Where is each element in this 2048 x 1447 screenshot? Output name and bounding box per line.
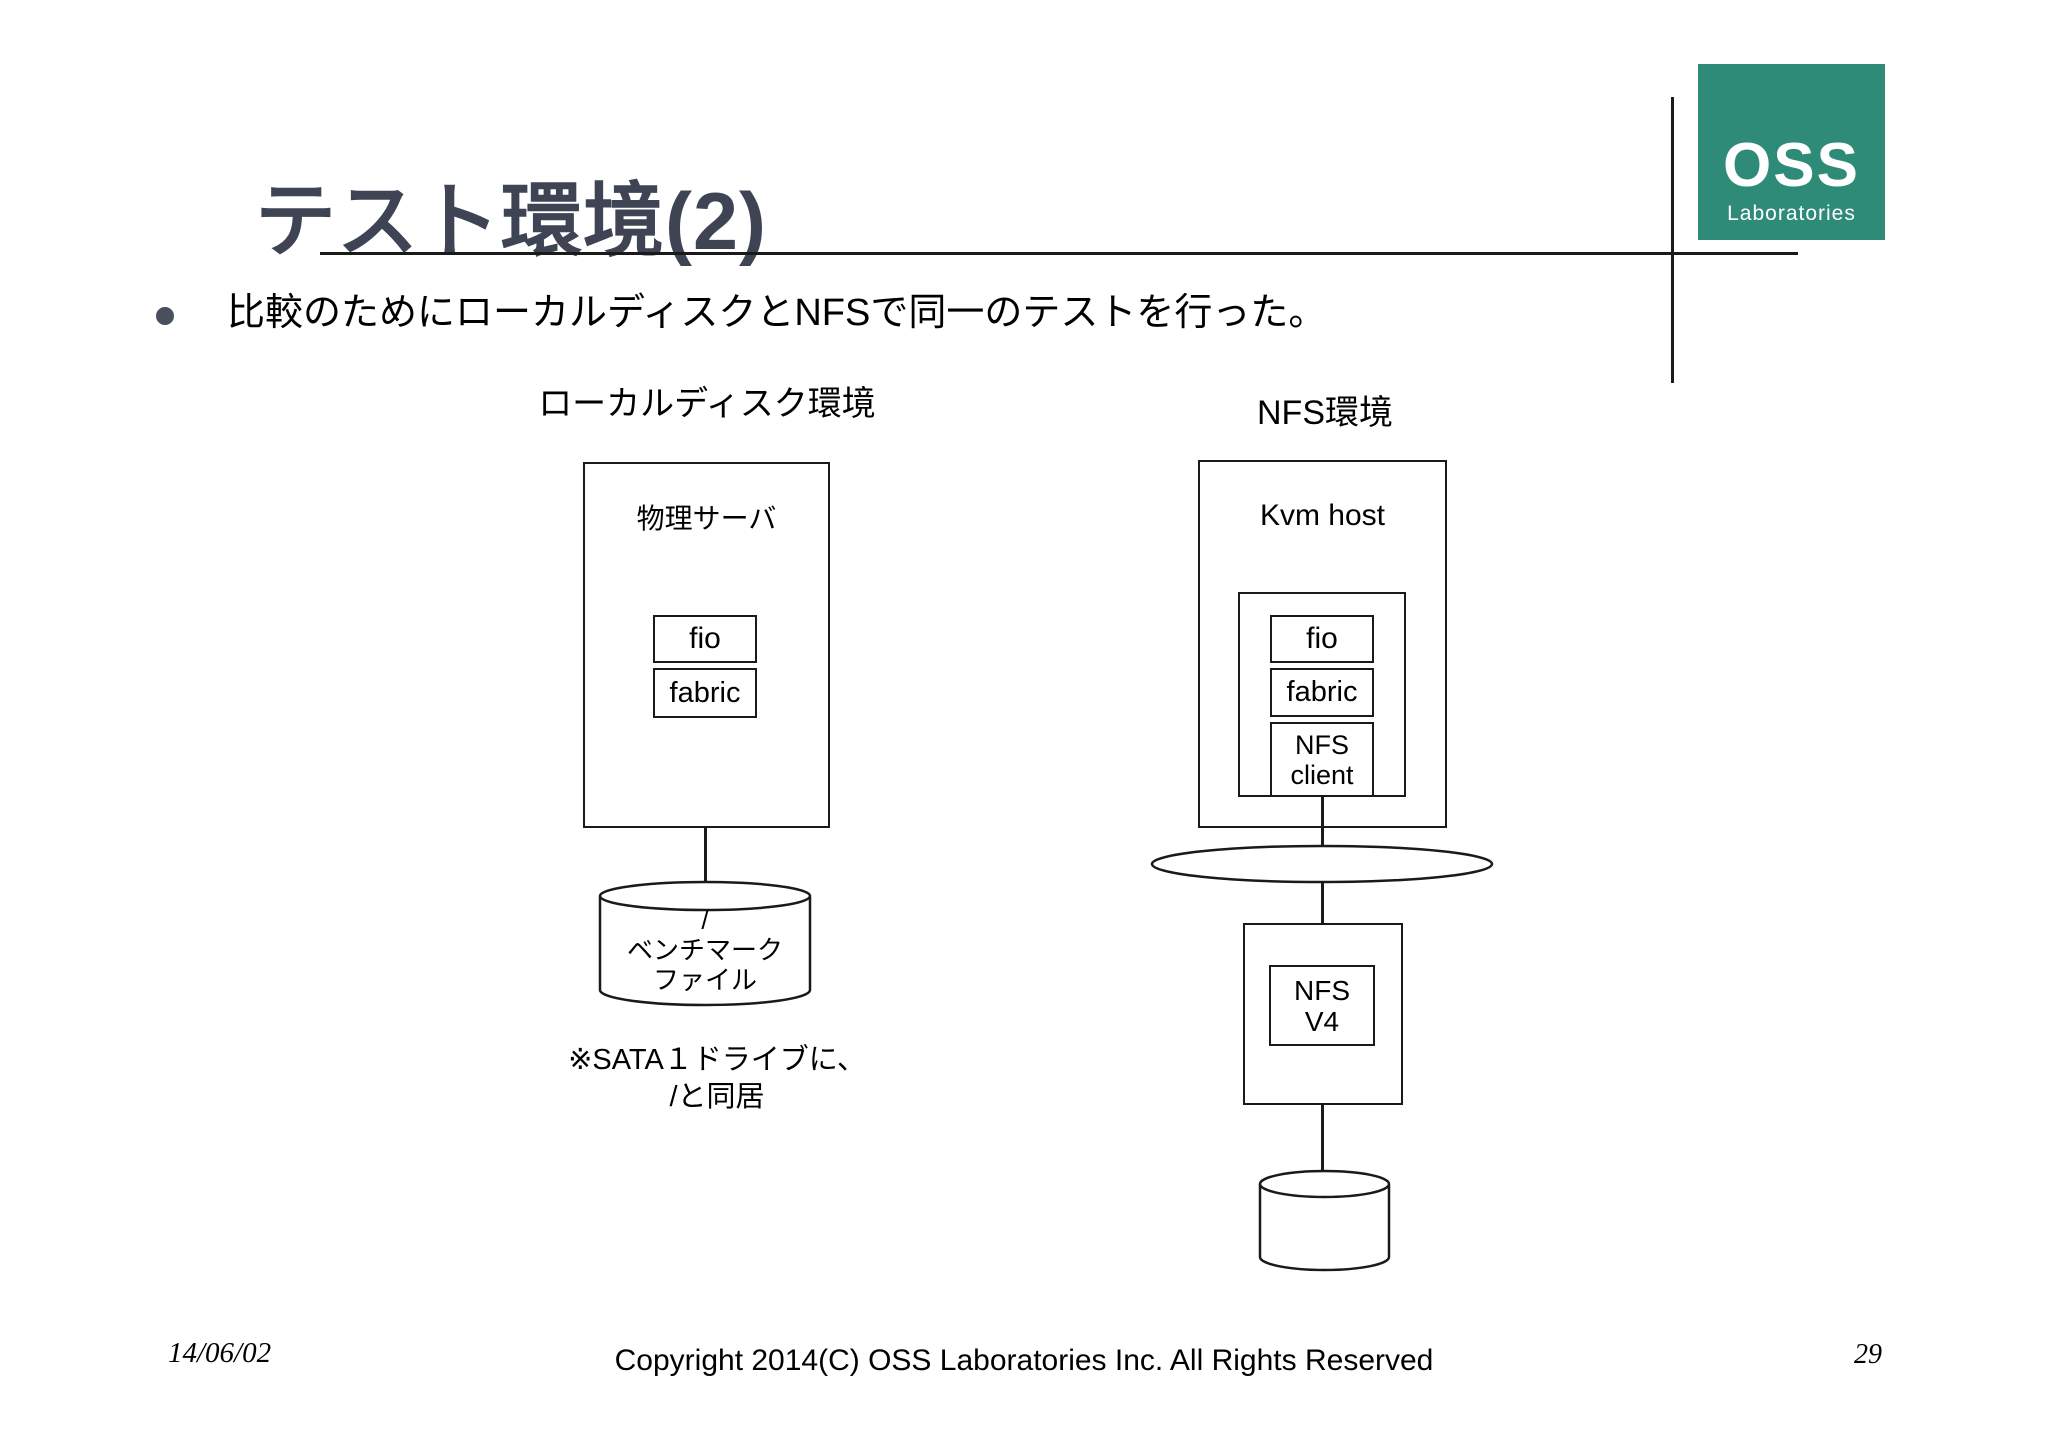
oss-logo-sub: Laboratories [1727, 201, 1856, 225]
title-underline [320, 252, 1798, 255]
nfs-client-box: NFS client [1270, 722, 1374, 797]
nfs-env-label: NFS環境 [1257, 394, 1393, 432]
local-server-label: 物理サーバ [636, 503, 777, 534]
page-title: テスト環境(2) [255, 177, 767, 268]
bullet-marker [156, 307, 174, 325]
nfs-fabric-box: fabric [1270, 668, 1374, 717]
nfs-disk-cylinder [1258, 1169, 1391, 1277]
oss-logo: OSS Laboratories [1698, 64, 1885, 240]
kvm-host-label: Kvm host [1259, 499, 1386, 532]
nfs-v4-box: NFS V4 [1269, 965, 1375, 1046]
nfs-connector-line-top [1321, 797, 1324, 845]
logo-crosshair-line [1671, 97, 1674, 383]
oss-logo-name: OSS [1723, 130, 1860, 200]
nfs-connector-line-middle [1321, 881, 1324, 924]
local-fabric-box: fabric [653, 668, 757, 718]
nfs-fio-box: fio [1270, 615, 1374, 663]
footer-date: 14/06/02 [168, 1337, 272, 1369]
footer-page-number: 29 [1854, 1339, 1882, 1370]
local-disk-cylinder [598, 880, 812, 1012]
footer-copyright: Copyright 2014(C) OSS Laboratories Inc. … [614, 1344, 1434, 1377]
bullet-text: 比較のためにローカルディスクとNFSで同一のテストを行った。 [227, 292, 1327, 334]
nfs-connector-line-bottom [1321, 1104, 1324, 1170]
local-connector-line [704, 827, 707, 881]
local-note: ※SATA１ドライブに、 /と同居 [568, 1044, 866, 1113]
local-fio-box: fio [653, 615, 757, 663]
local-disk-label: / ベンチマーク ファイル [626, 905, 783, 995]
local-env-label: ローカルディスク環境 [538, 385, 876, 423]
